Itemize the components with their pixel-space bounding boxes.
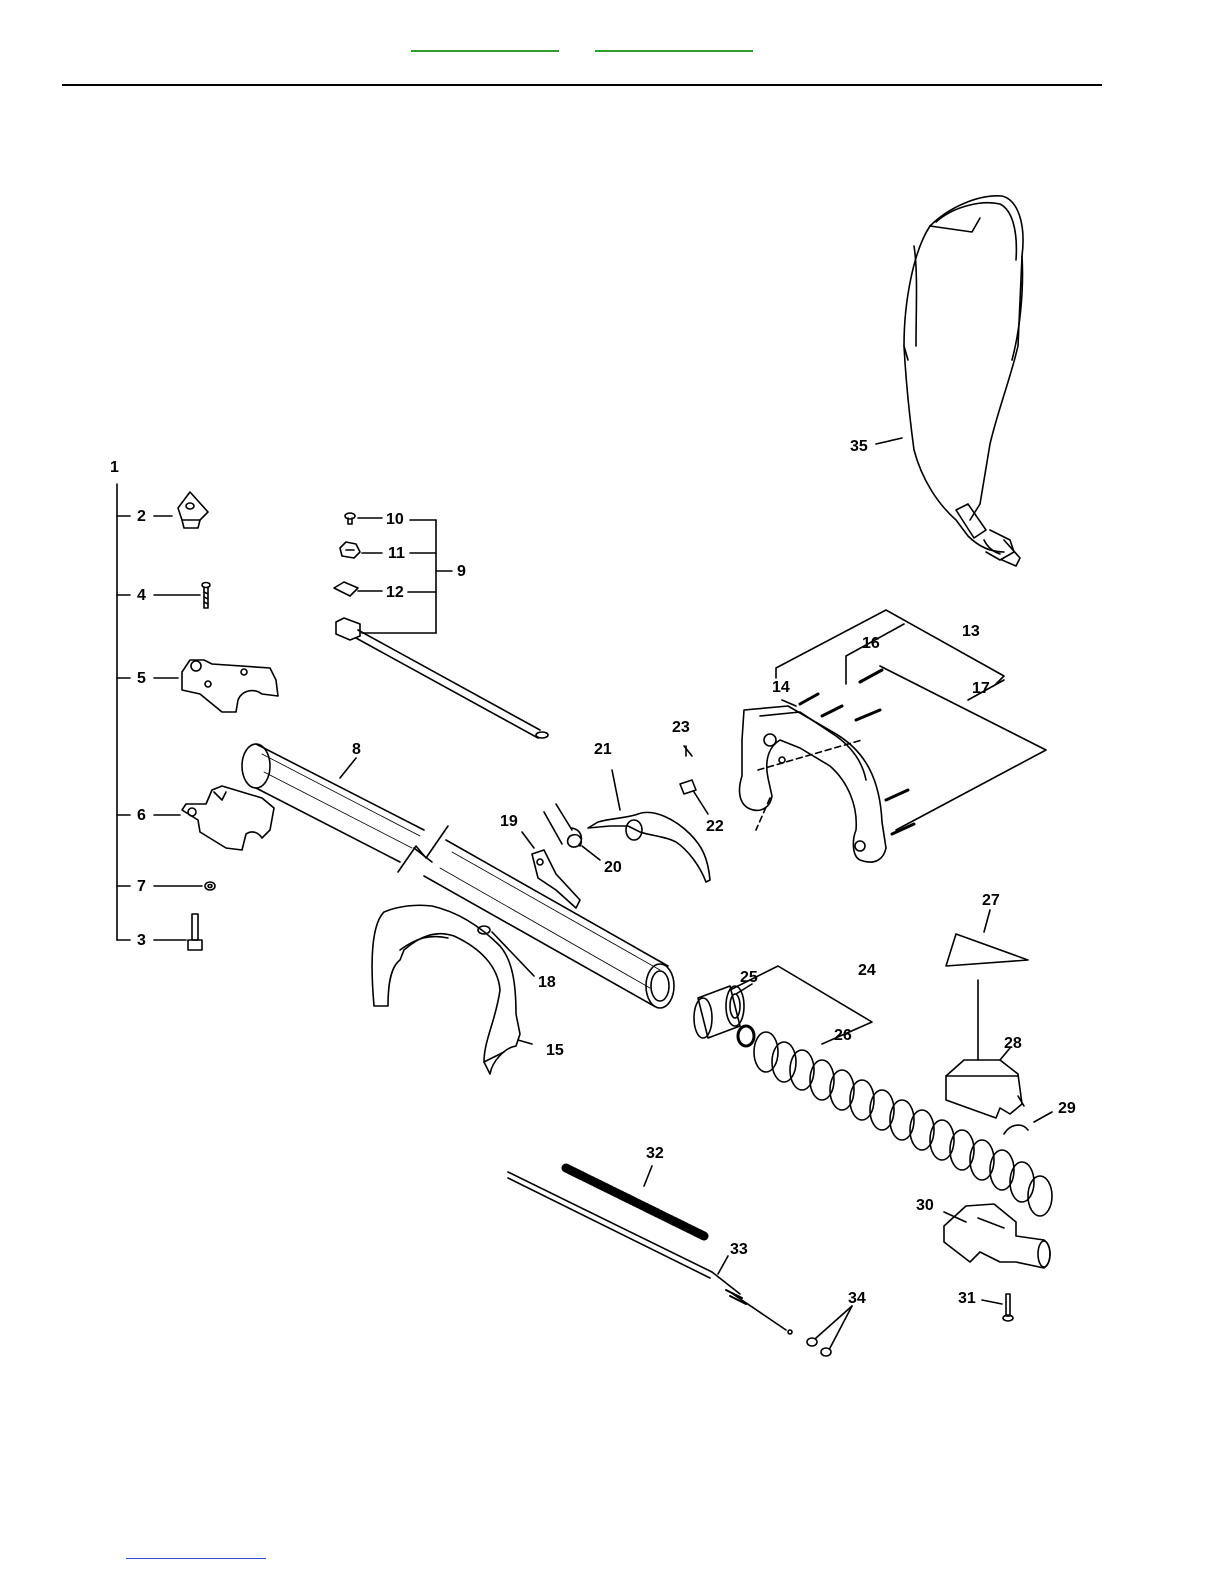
label-1: 1 [110,459,119,476]
part-4-screw [202,583,210,609]
part-29-clip [1004,1112,1052,1134]
part-28-cover [946,1048,1024,1118]
group-13-bracket [776,610,1046,830]
part-8-main-tube [242,744,674,1008]
label-24: 24 [858,962,876,979]
label-8: 8 [352,741,361,758]
label-31: 31 [958,1290,976,1307]
label-26: 26 [834,1027,852,1044]
label-11: 11 [388,545,405,562]
part-15-handle-half [372,905,520,1074]
label-15: 15 [546,1042,564,1059]
part-13-handle-half [740,706,886,862]
part-9-cable-tie [336,618,548,738]
label-21: 21 [594,741,612,758]
label-7: 7 [137,878,146,895]
part-2-knob [178,492,208,528]
label-29: 29 [1058,1100,1076,1117]
label-4: 4 [137,587,146,604]
part-22-pin [680,780,708,814]
label-25: 25 [740,969,758,986]
label-17: 17 [972,680,990,697]
group-1-bracket [117,484,202,940]
group-9-bracket [358,518,452,633]
label-3: 3 [137,932,146,949]
part-12-plate [334,582,358,596]
footer-link[interactable] [126,1558,266,1559]
label-2: 2 [137,508,146,525]
label-5: 5 [137,670,146,687]
label-12: 12 [386,584,404,601]
label-16: 16 [862,635,880,652]
part-23-pin [684,746,692,756]
label-22: 22 [706,818,724,835]
part-7-nut [205,882,215,890]
label-13: 13 [962,623,980,640]
label-28: 28 [1004,1035,1022,1052]
label-14: 14 [772,679,790,696]
part-20-spring [544,804,600,860]
label-33: 33 [730,1241,748,1258]
part-35-shoulder-strap [876,196,1023,566]
part-6-clamp-lower [182,786,274,850]
part-16-screws [822,670,882,716]
label-9: 9 [457,563,466,580]
part-11-clip [340,542,360,558]
part-32-drive-spring [566,1166,704,1236]
label-27: 27 [982,892,1000,909]
label-6: 6 [137,807,146,824]
label-32: 32 [646,1145,664,1162]
part-3-bolt [188,914,202,950]
label-10: 10 [386,511,404,528]
label-20: 20 [604,859,622,876]
label-19: 19 [500,813,518,830]
part-10-small-screw [345,513,355,524]
part-33-drive-shaft [508,1172,792,1334]
label-23: 23 [672,719,690,736]
part-34-nuts [807,1306,852,1356]
part-5-clamp-upper [182,660,278,712]
part-31-bolt [982,1294,1013,1321]
label-34: 34 [848,1290,866,1307]
label-18: 18 [538,974,556,991]
label-30: 30 [916,1197,934,1214]
label-35: 35 [850,438,868,455]
